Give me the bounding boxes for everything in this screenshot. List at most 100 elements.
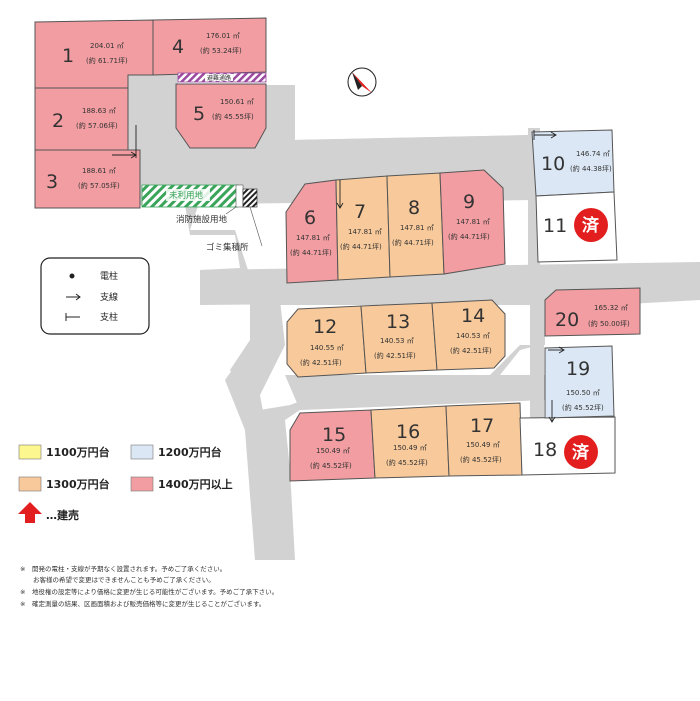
- lot-area: 147.81 ㎡: [456, 218, 490, 226]
- lot-6[interactable]: 6 147.81 ㎡ (約 44.71坪): [285, 179, 339, 284]
- lot-number: 5: [193, 103, 205, 125]
- built-arrow-icon: [18, 502, 42, 523]
- svg-text:消防施設用地: 消防施設用地: [176, 214, 228, 225]
- lot-number: 14: [461, 305, 485, 327]
- swatch-1300: [18, 476, 42, 492]
- price-legend: 1100万円台 1200万円台 1300万円台 1400万円以上 …建売: [18, 444, 233, 523]
- evac-path: 避難通路: [177, 72, 267, 83]
- lot-number: 18: [533, 439, 557, 461]
- lot-area: 165.32 ㎡: [594, 304, 628, 312]
- lot-number: 1: [62, 45, 74, 67]
- utility-markers: [112, 125, 565, 423]
- note-line: ※ 開発の電柱・支線が予期なく設置されます。予めご了承ください。: [20, 564, 226, 573]
- lot-10[interactable]: 10 146.74 ㎡ (約 44.38坪): [531, 129, 615, 197]
- lot-area: 150.61 ㎡: [220, 98, 254, 106]
- pole-symbol-icon: [69, 273, 75, 279]
- lot-number: 10: [541, 153, 565, 175]
- lot-tsubo: (約 45.52坪): [386, 458, 428, 467]
- lot-number: 19: [566, 358, 590, 380]
- lot-number: 11: [543, 215, 567, 237]
- lot-17[interactable]: 17 150.49 ㎡ (約 45.52坪): [445, 402, 523, 477]
- note-line: ※ 確定測量の結果、区画面積および販売価格等に変更が生じることがございます。: [20, 599, 265, 608]
- lot-area: 147.81 ㎡: [400, 224, 434, 232]
- lot-tsubo: (約 45.52坪): [310, 461, 352, 470]
- lot-tsubo: (約 42.51坪): [300, 358, 342, 367]
- lot-tsubo: (約 45.52坪): [460, 455, 502, 464]
- lot-19[interactable]: 19 150.50 ㎡ (約 45.52坪): [544, 345, 615, 419]
- lot-tsubo: (約 44.71坪): [448, 232, 490, 241]
- lot-area: 140.53 ㎡: [380, 337, 414, 345]
- lot-tsubo: (約 44.71坪): [392, 238, 434, 247]
- lot-13[interactable]: 13 140.53 ㎡ (約 42.51坪): [360, 302, 438, 374]
- lot-number: 3: [46, 171, 58, 193]
- svg-text:1100万円台: 1100万円台: [46, 445, 110, 459]
- lot-tsubo: (約 44.71坪): [340, 242, 382, 251]
- guy-wire-symbol-icon: [66, 293, 81, 301]
- lot-number: 9: [463, 191, 475, 213]
- notes: ※ 開発の電柱・支線が予期なく設置されます。予めご了承ください。 お客様の希望で…: [20, 564, 278, 608]
- lot-number: 2: [52, 110, 64, 132]
- svg-text:済: 済: [572, 442, 590, 463]
- swatch-1200: [130, 444, 154, 460]
- lot-number: 7: [354, 201, 366, 223]
- lot-16[interactable]: 16 150.49 ㎡ (約 45.52坪): [370, 405, 450, 479]
- lot-number: 4: [172, 36, 184, 58]
- lot-3[interactable]: 3 188.61 ㎡ (約 57.05坪): [34, 149, 141, 209]
- svg-text:ゴミ集積所: ゴミ集積所: [206, 242, 249, 253]
- lot-20[interactable]: 20 165.32 ㎡ (約 50.00坪): [544, 287, 641, 337]
- lot-tsubo: (約 50.00坪): [588, 319, 630, 328]
- lot-tsubo: (約 45.55坪): [212, 112, 254, 121]
- lot-area: 150.50 ㎡: [566, 389, 600, 397]
- lot-15[interactable]: 15 150.49 ㎡ (約 45.52坪): [289, 409, 376, 482]
- svg-text:1300万円台: 1300万円台: [46, 477, 110, 491]
- svg-text:1200万円台: 1200万円台: [158, 445, 222, 459]
- lot-tsubo: (約 57.05坪): [78, 181, 120, 190]
- lot-tsubo: (約 44.71坪): [290, 248, 332, 257]
- lot-area: 176.01 ㎡: [206, 32, 240, 40]
- lot-12[interactable]: 12 140.55 ㎡ (約 42.51坪): [286, 305, 367, 378]
- svg-text:1400万円以上: 1400万円以上: [158, 477, 233, 491]
- lot-area: 140.53 ㎡: [456, 332, 490, 340]
- lot-tsubo: (約 44.38坪): [570, 164, 612, 173]
- symbol-legend: 電柱 支線 支柱: [40, 257, 150, 335]
- lot-area: 204.01 ㎡: [90, 42, 124, 50]
- lot-tsubo: (約 42.51坪): [450, 346, 492, 355]
- lot-area: 140.55 ㎡: [310, 344, 344, 352]
- lot-9[interactable]: 9 147.81 ㎡ (約 44.71坪): [439, 169, 506, 275]
- lot-tsubo: (約 57.06坪): [76, 121, 118, 130]
- lot-8[interactable]: 8 147.81 ㎡ (約 44.71坪): [386, 172, 445, 278]
- lot-tsubo: (約 61.71坪): [86, 56, 128, 65]
- lot-14[interactable]: 14 140.53 ㎡ (約 42.51坪): [431, 299, 506, 371]
- swatch-1400: [130, 476, 154, 492]
- note-line: ※ 地役権の設定等により価格に変更が生じる可能性がございます。予めご了承下さい。: [20, 587, 278, 596]
- svg-text:…建売: …建売: [46, 508, 79, 522]
- sold-stamp-18: 済: [564, 435, 598, 469]
- support-pole-symbol-icon: [65, 313, 80, 321]
- lot-area: 188.61 ㎡: [82, 167, 116, 175]
- svg-text:支柱: 支柱: [100, 311, 118, 323]
- svg-text:済: 済: [582, 215, 600, 236]
- swatch-1100: [18, 444, 42, 460]
- lot-number: 16: [396, 421, 420, 443]
- lot-area: 150.49 ㎡: [393, 444, 427, 452]
- lot-area: 146.74 ㎡: [576, 150, 610, 158]
- note-line: お客様の希望で変更はできませんことも予めご了承ください。: [20, 575, 215, 584]
- lot-number: 12: [313, 316, 337, 338]
- lot-number: 20: [555, 309, 579, 331]
- lot-5[interactable]: 5 150.61 ㎡ (約 45.55坪): [175, 83, 267, 149]
- lot-7[interactable]: 7 147.81 ㎡ (約 44.71坪): [335, 175, 391, 281]
- lot-tsubo: (約 53.24坪): [200, 46, 242, 55]
- unused-land: 未利用地: [141, 184, 239, 208]
- svg-text:未利用地: 未利用地: [169, 190, 204, 201]
- garbage-area: ゴミ集積所: [206, 188, 263, 253]
- lot-tsubo: (約 45.52坪): [562, 403, 604, 412]
- lot-area: 147.81 ㎡: [348, 228, 382, 236]
- lot-area: 188.63 ㎡: [82, 107, 116, 115]
- lot-4[interactable]: 4 176.01 ㎡ (約 53.24坪): [152, 17, 267, 76]
- svg-text:電柱: 電柱: [100, 270, 118, 282]
- lot-area: 150.49 ㎡: [466, 441, 500, 449]
- lot-2[interactable]: 2 188.63 ㎡ (約 57.06坪): [34, 87, 129, 151]
- lot-area: 147.81 ㎡: [296, 234, 330, 242]
- sold-stamp-11: 済: [574, 208, 608, 242]
- svg-text:避難通路: 避難通路: [207, 74, 231, 82]
